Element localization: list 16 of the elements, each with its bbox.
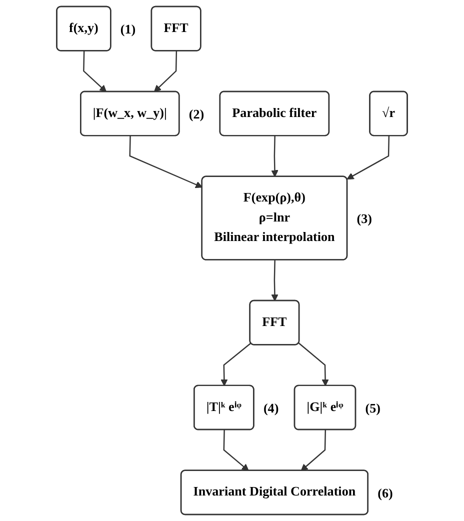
arrow [154, 51, 178, 92]
step-number: (2) [188, 106, 204, 122]
arrow [300, 430, 326, 472]
arrow [271, 136, 278, 178]
step-number: (5) [365, 400, 380, 416]
step-number: (4) [263, 400, 279, 416]
arrow [271, 260, 278, 302]
arrow [346, 136, 390, 180]
arrow [83, 51, 107, 92]
step-number: (6) [378, 485, 393, 500]
arrow [129, 136, 203, 188]
step-number: (1) [120, 21, 136, 36]
arrow [298, 342, 329, 386]
arrow [220, 342, 252, 386]
step-number: (3) [356, 210, 372, 226]
arrow [223, 430, 249, 472]
